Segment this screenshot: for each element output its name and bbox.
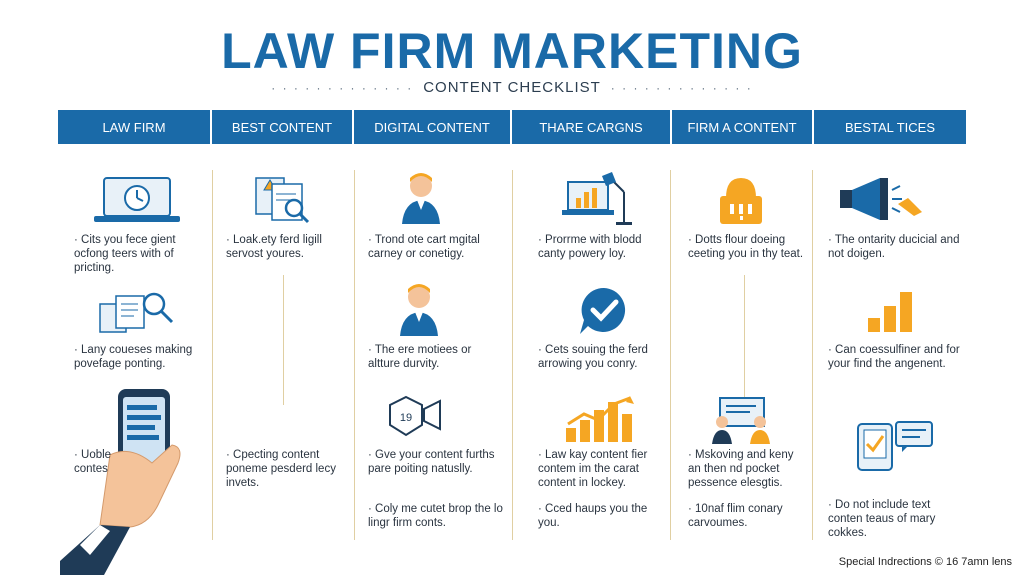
checklist-item: · Gve your content furths pare poiting n… [368, 449, 495, 475]
laptop-chart-lamp-icon [562, 172, 632, 225]
checklist-item: · Cced haups you the you. [538, 503, 648, 529]
column-divider [512, 170, 513, 540]
document-search-icon [255, 177, 310, 224]
person-icon [400, 284, 438, 336]
checklist-item: · 10naf flim conary carvoumes. [688, 503, 783, 529]
column-header-thare-cargns: THARE CARGNS [512, 110, 672, 144]
megaphone-icon [840, 178, 922, 220]
column-header-best-content: BEST CONTENT [212, 110, 354, 144]
padlock-icon [720, 178, 762, 224]
column-divider [670, 170, 671, 540]
checklist-item: · Uoble contes [74, 449, 112, 475]
bar-chart-icon [868, 292, 912, 332]
growth-chart-icon [566, 396, 634, 442]
checkmark-chat-icon [580, 287, 626, 334]
column-divider [744, 275, 745, 405]
column-header-bar: LAW FIRM BEST CONTENT DIGITAL CONTENT TH… [58, 110, 966, 144]
column-header-bestal-tices: BESTAL TICES [814, 110, 966, 144]
column-header-law-firm: LAW FIRM [58, 110, 212, 144]
column-header-firm-a-content: FIRM A CONTENT [672, 110, 814, 144]
checklist-item: · Do not include text conten teaus of ma… [828, 499, 936, 539]
video-camera-icon: 19 [389, 395, 441, 437]
checklist-item: · Trond ote cart mgital carney or coneti… [368, 234, 480, 260]
checklist-item: · Loak.ety ferd ligill servost youres. [226, 234, 322, 260]
presentation-meeting-icon [712, 397, 770, 444]
checklist-item: · Prorrme with blodd canty powery loy. [538, 234, 642, 260]
dots-left: · · · · · · · · · · · · · [271, 80, 414, 95]
person-icon [402, 173, 440, 224]
laptop-clock-icon [94, 177, 180, 222]
column-divider [354, 170, 355, 540]
column-header-digital-content: DIGITAL CONTENT [354, 110, 512, 144]
column-divider [812, 170, 813, 540]
documents-magnifier-icon [99, 292, 174, 333]
column-divider [212, 170, 213, 540]
dots-right: · · · · · · · · · · · · · [610, 80, 753, 95]
subtitle: CONTENT CHECKLIST [423, 79, 601, 96]
checklist-item: · Coly me cutet brop the lo lingr firm c… [368, 503, 503, 529]
checklist-item: · The ontarity ducicial and not doigen. [828, 234, 960, 260]
footer-note: Special Indrections © 16 7amn lens [838, 556, 1012, 568]
checklist-item: · Law kay content fier contem im the car… [538, 449, 648, 489]
checklist-item: · Dotts flour doeing ceeting you in thy … [688, 234, 804, 260]
column-divider [283, 275, 284, 405]
checklist-item: · Cets souing the ferd arrowing you conr… [538, 344, 648, 370]
subtitle-row: · · · · · · · · · · · · · CONTENT CHECKL… [0, 79, 1024, 96]
page-title: LAW FIRM MARKETING [221, 23, 803, 79]
checklist-item: · Mskoving and keny an then nd pocket pe… [688, 449, 794, 489]
checklist-item: · Cits you fece gient ocfong teers with … [74, 234, 176, 274]
checklist-item: · The ere motiees or altture durvity. [368, 344, 472, 370]
svg-text:19: 19 [400, 412, 412, 424]
checklist-item: · Can coessulfiner and for your find the… [828, 344, 960, 370]
checklist-item: · Lany coueses making povefage ponting. [74, 344, 193, 370]
hand-phone-icon [60, 389, 181, 575]
tablet-checklist-icon [857, 421, 933, 471]
checklist-item: · Cpecting content poneme pesderd lecy i… [226, 449, 336, 489]
